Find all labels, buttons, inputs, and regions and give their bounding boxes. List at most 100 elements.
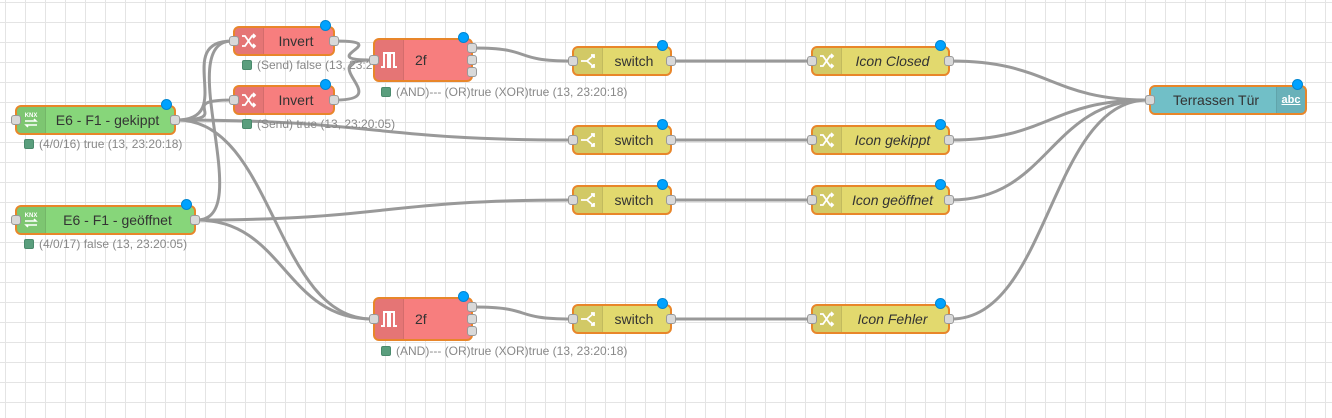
output-port[interactable] — [944, 314, 954, 324]
wire-knx_gekippt-logic2[interactable] — [176, 118, 373, 321]
knx-icon: KNX — [17, 207, 46, 233]
output-port[interactable] — [944, 135, 954, 145]
node-label: E6 - F1 - gekippt — [55, 112, 160, 128]
changed-indicator — [320, 20, 331, 31]
node-switch-4[interactable]: switch — [568, 298, 676, 334]
input-port[interactable] — [568, 314, 578, 324]
node-status: (4/0/16) true (13, 23:20:18) — [24, 137, 182, 151]
output-port[interactable] — [170, 115, 180, 125]
wire-icon_gekippt-output[interactable] — [950, 98, 1149, 142]
output-port-3[interactable] — [467, 326, 477, 336]
node-status: (Send) true (13, 23:20:05) — [242, 117, 395, 131]
output-port-1[interactable] — [467, 43, 477, 53]
input-port[interactable] — [807, 195, 817, 205]
node-knx-gekippt[interactable]: KNX E6 - F1 - gekippt — [11, 99, 180, 135]
node-logic-2[interactable]: 2f — [369, 291, 477, 341]
node-icon-gekippt[interactable]: Icon gekippt — [807, 119, 954, 155]
wire-logic1-switch1[interactable] — [473, 46, 572, 63]
svg-text:KNX: KNX — [25, 113, 38, 119]
output-port[interactable] — [329, 36, 339, 46]
shuffle-icon — [235, 28, 264, 54]
changed-indicator — [657, 298, 668, 309]
node-label: Icon geöffnet — [852, 192, 933, 208]
node-label: 2f — [415, 52, 427, 68]
output-port-2[interactable] — [467, 55, 477, 65]
input-port[interactable] — [807, 135, 817, 145]
shuffle-icon — [813, 306, 842, 332]
status-dot — [242, 119, 252, 129]
output-port-3[interactable] — [467, 67, 477, 77]
wire-icon_closed-output[interactable] — [950, 59, 1149, 102]
node-status: (AND)--- (OR)true (XOR)true (13, 23:20:1… — [381, 85, 627, 99]
switch-icon — [574, 306, 603, 332]
wire-knx_gekippt-invert1[interactable] — [176, 39, 233, 122]
knx-icon: KNX — [17, 107, 46, 133]
input-port[interactable] — [807, 314, 817, 324]
output-port-1[interactable] — [467, 302, 477, 312]
changed-indicator — [458, 32, 469, 43]
shuffle-icon — [813, 187, 842, 213]
switch-icon — [574, 48, 603, 74]
input-port[interactable] — [11, 115, 21, 125]
text-abc-icon: abc — [1276, 87, 1305, 113]
node-icon-closed[interactable]: Icon Closed — [807, 40, 954, 76]
output-port[interactable] — [944, 195, 954, 205]
status-dot — [24, 239, 34, 249]
output-port[interactable] — [944, 56, 954, 66]
shuffle-icon — [813, 127, 842, 153]
status-dot — [381, 87, 391, 97]
changed-indicator — [935, 119, 946, 130]
wire-knx_geoeffnet-invert1[interactable] — [196, 39, 233, 222]
node-icon-fehler[interactable]: Icon Fehler — [807, 298, 954, 334]
node-knx-geoeffnet[interactable]: KNX E6 - F1 - geöffnet — [11, 199, 200, 235]
output-port[interactable] — [666, 314, 676, 324]
node-invert-2[interactable]: Invert — [229, 79, 339, 115]
output-port[interactable] — [666, 56, 676, 66]
input-port[interactable] — [807, 56, 817, 66]
output-port-2[interactable] — [467, 314, 477, 324]
changed-indicator — [320, 79, 331, 90]
wire-logic2-switch4[interactable] — [473, 305, 572, 321]
input-port[interactable] — [568, 195, 578, 205]
node-label: 2f — [415, 311, 427, 327]
node-status: (Send) false (13, 23:20:18) — [242, 58, 400, 72]
switch-icon — [574, 187, 603, 213]
changed-indicator — [657, 119, 668, 130]
shuffle-icon — [813, 48, 842, 74]
node-switch-1[interactable]: switch — [568, 40, 676, 76]
node-switch-3[interactable]: switch — [568, 179, 676, 215]
node-icon-geoeffnet[interactable]: Icon geöffnet — [807, 179, 954, 215]
wire-icon_fehler-output[interactable] — [950, 98, 1149, 321]
node-logic-1[interactable]: 2f — [369, 32, 477, 82]
input-port[interactable] — [229, 95, 239, 105]
input-port[interactable] — [568, 135, 578, 145]
input-port[interactable] — [568, 56, 578, 66]
input-port[interactable] — [369, 55, 379, 65]
status-dot — [381, 346, 391, 356]
output-port[interactable] — [666, 135, 676, 145]
wire-knx_gekippt-invert2[interactable] — [176, 98, 233, 122]
input-port[interactable] — [1145, 95, 1155, 105]
wire-knx_geoeffnet-switch3[interactable] — [196, 198, 572, 222]
changed-indicator — [657, 179, 668, 190]
output-port[interactable] — [329, 95, 339, 105]
input-port[interactable] — [369, 314, 379, 324]
node-label: switch — [614, 132, 654, 148]
node-terrassen-tuer[interactable]: Terrassen Tür abc — [1145, 79, 1307, 115]
node-switch-2[interactable]: switch — [568, 119, 676, 155]
input-port[interactable] — [11, 215, 21, 225]
svg-text:KNX: KNX — [25, 213, 38, 219]
changed-indicator — [935, 40, 946, 51]
node-label: Invert — [278, 92, 314, 108]
node-invert-1[interactable]: Invert — [229, 20, 339, 56]
changed-indicator — [935, 298, 946, 309]
wire-icon_geoeffnet-output[interactable] — [950, 98, 1149, 202]
node-label: Icon Closed — [855, 53, 930, 69]
wire-knx_geoeffnet-logic2[interactable] — [196, 218, 373, 321]
node-status: (4/0/17) false (13, 23:20:05) — [24, 237, 187, 251]
changed-indicator — [181, 199, 192, 210]
input-port[interactable] — [229, 36, 239, 46]
changed-indicator — [935, 179, 946, 190]
output-port[interactable] — [190, 215, 200, 225]
output-port[interactable] — [666, 195, 676, 205]
